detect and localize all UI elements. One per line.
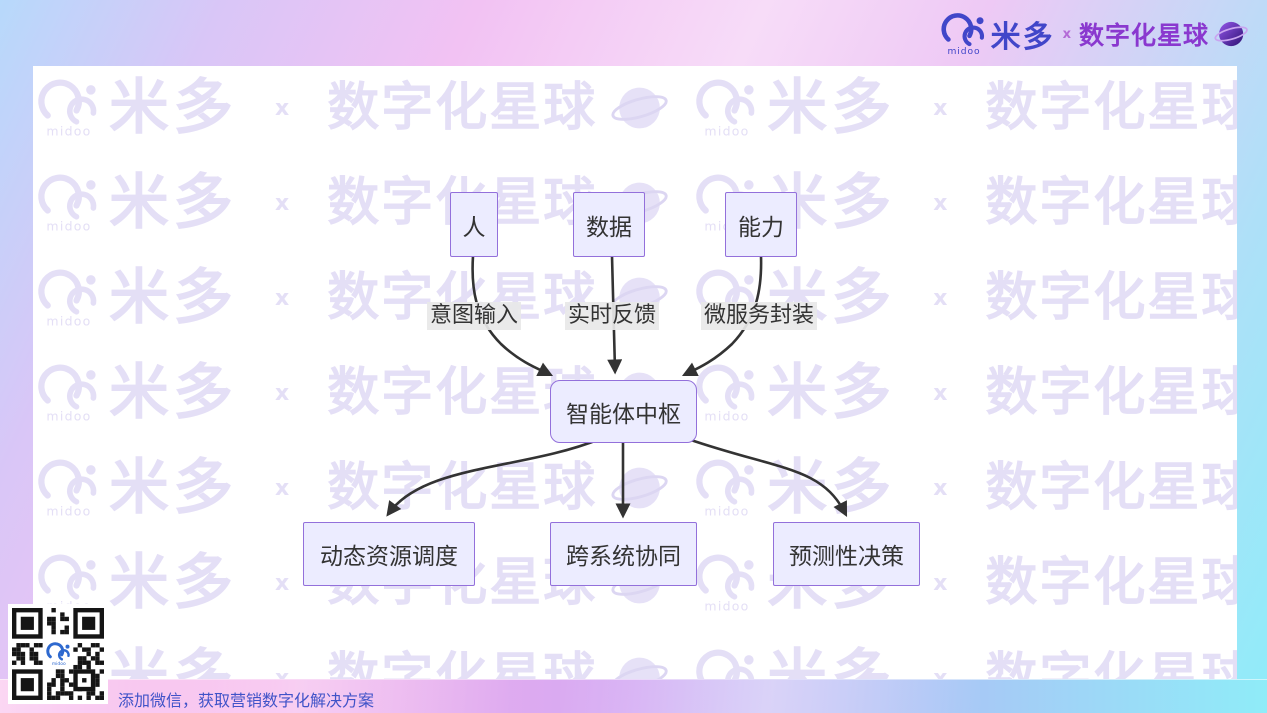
- watermark-brand-text: 数字化星球: [985, 363, 1237, 423]
- watermark-midoo-text: 米多: [109, 168, 237, 238]
- watermark-pattern: midoo 米多 x 数字化星球 midoo 米多 x 数字化星球 midoo …: [33, 66, 1237, 680]
- planet-icon: [1214, 21, 1248, 47]
- node-predict: 预测性决策: [773, 522, 920, 586]
- midoo-bird-icon: midoo: [38, 269, 97, 329]
- svg-text:midoo: midoo: [46, 409, 91, 424]
- watermark-separator: x: [275, 95, 290, 121]
- watermark-brand-text: 数字化星球: [327, 458, 598, 518]
- watermark-separator: x: [275, 475, 290, 501]
- watermark-separator: x: [933, 665, 948, 681]
- svg-text:midoo: midoo: [705, 599, 750, 614]
- node-ability: 能力: [725, 192, 797, 257]
- watermark-unit: midoo 米多 x 数字化星球: [695, 646, 1237, 680]
- watermark-brand-text: 数字化星球: [327, 648, 598, 680]
- watermark-brand-text: 数字化星球: [985, 458, 1237, 518]
- watermark-separator: x: [275, 570, 290, 596]
- edge-hub-predict: [686, 437, 848, 518]
- planet-icon: [611, 467, 668, 509]
- watermark-unit: midoo 米多 x 数字化星球: [695, 266, 1237, 330]
- watermark-brand-text: 数字化星球: [327, 78, 598, 138]
- watermark-separator: x: [275, 665, 290, 681]
- edge-ability-hub: [681, 254, 763, 377]
- edge-label-intent-input: 意图输入: [426, 302, 522, 330]
- midoo-bird-icon: midoo: [696, 364, 755, 424]
- watermark-unit: midoo 米多 x 数字化星球: [695, 76, 1237, 140]
- midoo-bird-icon: midoo: [696, 554, 755, 614]
- watermark-brand-text: 数字化星球: [985, 173, 1237, 233]
- watermark-unit: midoo 米多 x 数字化星球: [695, 361, 1237, 425]
- watermark-midoo-text: 米多: [109, 643, 237, 680]
- edge-hub-dynamic: [386, 437, 602, 517]
- svg-text:midoo: midoo: [52, 661, 66, 667]
- brand-separator: x: [1062, 26, 1071, 42]
- watermark-separator: x: [933, 95, 948, 121]
- svg-text:midoo: midoo: [705, 409, 750, 424]
- node-data: 数据: [573, 192, 645, 257]
- watermark-unit: midoo 米多 x 数字化星球: [695, 456, 1237, 520]
- svg-text:midoo: midoo: [705, 504, 750, 519]
- midoo-bird-glyph: midoo: [941, 13, 984, 56]
- watermark-midoo-text: 米多: [767, 73, 896, 143]
- svg-text:midoo: midoo: [46, 219, 91, 234]
- watermark-separator: x: [275, 190, 290, 216]
- midoo-bird-icon: midoo: [38, 174, 97, 234]
- watermark-brand-text: 数字化星球: [985, 553, 1237, 613]
- brand-midoo-text: 米多: [990, 20, 1055, 55]
- footer-band: [0, 679, 1267, 713]
- edge-label-realtime-feedback: 实时反馈: [564, 302, 660, 330]
- node-person: 人: [450, 192, 498, 257]
- midoo-bird-icon: midoo: [941, 12, 987, 56]
- watermark-brand-text: 数字化星球: [985, 268, 1237, 328]
- watermark-midoo-text: 米多: [767, 358, 896, 428]
- watermark-unit: midoo 米多 x 数字化星球: [37, 76, 673, 140]
- svg-text:midoo: midoo: [46, 124, 91, 139]
- node-cross: 跨系统协同: [550, 522, 697, 586]
- watermark-midoo-text: 米多: [109, 453, 237, 523]
- edge-label-microservice: 微服务封装: [700, 302, 818, 330]
- watermark-midoo-text: 米多: [109, 548, 237, 618]
- midoo-bird-icon: midoo: [696, 459, 755, 519]
- node-hub: 智能体中枢: [550, 380, 697, 443]
- brand-digital-planet-text: 数字化星球: [1078, 21, 1209, 50]
- planet-icon: [1209, 17, 1251, 51]
- planet-icon: [611, 87, 668, 129]
- midoo-bird-icon: midoo: [696, 79, 755, 139]
- node-dynamic: 动态资源调度: [303, 522, 475, 586]
- midoo-bird-icon: midoo: [696, 649, 755, 680]
- svg-text:midoo: midoo: [947, 46, 980, 56]
- header-logo: midoo 米多 x 数字化星球: [941, 11, 1251, 57]
- watermark-midoo-text: 米多: [109, 358, 237, 428]
- svg-text:midoo: midoo: [46, 504, 91, 519]
- watermark-separator: x: [933, 190, 948, 216]
- svg-text:midoo: midoo: [46, 314, 91, 329]
- footer-cta-text: 添加微信，获取营销数字化解决方案: [118, 691, 375, 710]
- watermark-midoo-text: 米多: [767, 453, 896, 523]
- watermark-midoo-text: 米多: [109, 73, 237, 143]
- midoo-bird-icon: midoo: [38, 364, 97, 424]
- diagram-canvas: midoo 米多 x 数字化星球 midoo 米多 x 数字化星球 midoo …: [33, 66, 1237, 680]
- watermark-separator: x: [933, 475, 948, 501]
- band-streak: [558, 680, 982, 713]
- watermark-brand-text: 数字化星球: [985, 78, 1237, 138]
- midoo-bird-icon: midoo: [38, 79, 97, 139]
- diagram-edges: [386, 254, 848, 519]
- qr-code: midoo: [8, 604, 108, 704]
- watermark-midoo-text: 米多: [109, 263, 237, 333]
- svg-text:midoo: midoo: [705, 124, 750, 139]
- planet-icon: [611, 657, 668, 680]
- watermark-brand-text: 数字化星球: [985, 648, 1237, 680]
- watermark-separator: x: [933, 285, 948, 311]
- midoo-bird-icon: midoo: [38, 459, 97, 519]
- watermark-separator: x: [275, 380, 290, 406]
- edge-person-hub: [471, 254, 554, 377]
- watermark-separator: x: [275, 285, 290, 311]
- watermark-unit: midoo 米多 x 数字化星球: [37, 456, 673, 520]
- watermark-midoo-text: 米多: [767, 643, 896, 680]
- watermark-separator: x: [933, 380, 948, 406]
- watermark-separator: x: [933, 570, 948, 596]
